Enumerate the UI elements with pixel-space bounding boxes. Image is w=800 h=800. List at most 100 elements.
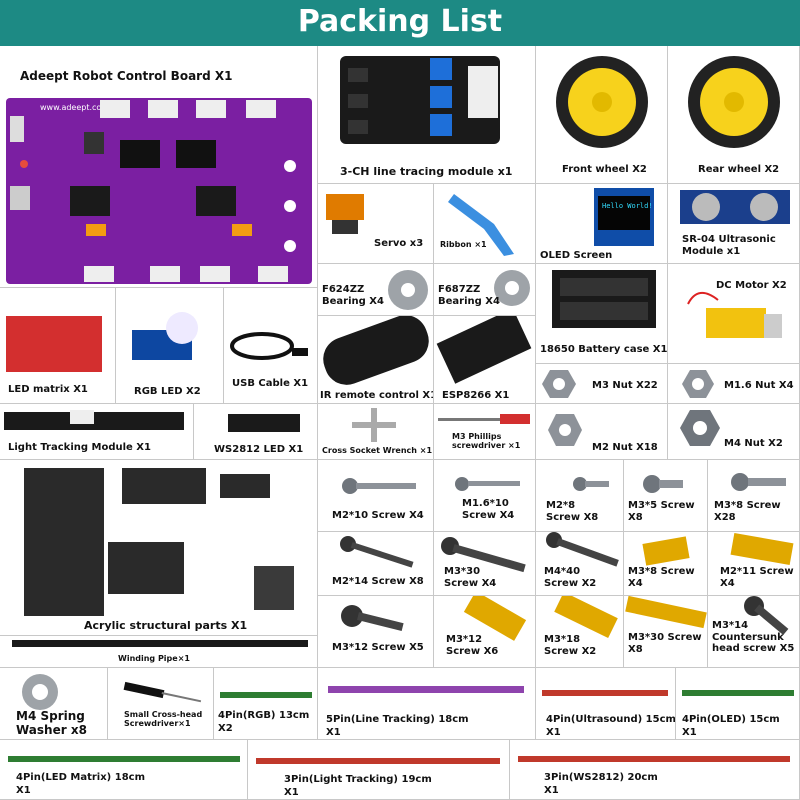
led-matrix-image [6,316,102,372]
m4-nut-cell: M4 Nut X2 [668,404,800,460]
m2x14-image [340,536,414,568]
m3x5-image [643,475,683,493]
m3x8-standoff-image [642,536,690,566]
m16-nut-label: M1.6 Nut X4 [724,380,794,391]
light-tracking-image [4,410,184,430]
ir-remote-label: IR remote control X1 [320,390,434,401]
m2x8-label: M2*8 Screw X8 [546,500,599,523]
dc-motor-label: DC Motor X2 [716,280,787,291]
m4-nut-image [680,410,720,446]
rgb-led-label: RGB LED X2 [134,386,201,397]
cable-line-cell: 5Pin(Line Tracking) 18cm X1 [318,668,536,740]
servo-image [326,194,364,234]
m3x8-cell: M3*8 Screw X28 [708,460,800,532]
ultrasonic-cell: SR-04 Ultrasonic Module x1 [668,184,800,264]
cable-ultra-qty: X1 [546,727,561,738]
rear-wheel-image [688,56,780,148]
control-board-cell: Adeept Robot Control Board X1 www.adeept… [0,46,318,288]
m3x5-cell: M3*5 Screw X8 [624,460,708,532]
phillips-label: M3 Phillips screwdriver ×1 [452,432,521,451]
usb-cable-cell: USB Cable X1 [224,288,318,404]
winding-pipe-label: Winding Pipe×1 [118,654,190,663]
winding-pipe-cell: Winding Pipe×1 [0,636,318,668]
cross-wrench-image [352,408,396,442]
m3x8-image [731,473,786,491]
washer-image [22,674,58,710]
m2-nut-cell: M2 Nut X18 [536,404,668,460]
m3x30-standoff-label: M3*30 Screw X8 [628,632,702,655]
dc-motor-cell: DC Motor X2 [668,264,800,364]
control-board-image: www.adeept.com [6,98,312,284]
line-tracking-image [340,56,500,144]
m2-nut-image [548,414,582,446]
m16x10-label: M1.6*10 Screw X4 [462,498,515,521]
rear-wheel-cell: Rear wheel X2 [668,46,800,184]
m2-nut-label: M2 Nut X18 [592,442,658,453]
page-title: Packing List [0,0,800,46]
cable-light-qty: X1 [284,787,299,798]
bearing-f624-image [388,270,428,310]
cable-ws-qty: X1 [544,785,559,796]
cable-rgb-label: 4Pin(RGB) 13cm [218,710,310,721]
m2x8-image [573,477,609,491]
ultrasonic-image [680,190,790,224]
m4-nut-label: M4 Nut X2 [724,438,783,449]
m16-nut-image [682,370,714,398]
usb-cable-image [230,332,308,360]
light-tracking-cell: Light Tracking Module X1 [0,404,194,460]
line-tracking-cell: 3-CH line tracing module x1 [318,46,536,184]
cable-matrix-label: 4Pin(LED Matrix) 18cm [16,772,145,783]
cable-oled-label: 4Pin(OLED) 15cm [682,714,780,725]
cable-light-cell: 3Pin(Light Tracking) 19cm X1 [248,740,510,800]
m3x12-standoff-cell: M3*12 Screw X6 [434,596,536,668]
cable-light-label: 3Pin(Light Tracking) 19cm [284,774,432,785]
led-matrix-cell: LED matrix X1 [0,288,116,404]
bearing-f687-image [494,270,530,306]
washer-label: M4 Spring Washer x8 [16,709,87,737]
m3-nut-cell: M3 Nut X22 [536,364,668,404]
cable-matrix-image [8,756,240,762]
board-text: www.adeept.com [40,103,109,112]
m4x40-label: M4*40 Screw X2 [544,566,597,589]
ws2812-image [228,414,300,432]
cable-oled-image [682,690,794,696]
m2x11-cell: M2*11 Screw X4 [708,532,800,596]
front-wheel-image [556,56,648,148]
cable-ws-cell: 3Pin(WS2812) 20cm X1 [510,740,800,800]
led-matrix-label: LED matrix X1 [8,384,88,395]
esp8266-label: ESP8266 X1 [442,390,510,401]
m3-nut-image [542,370,576,398]
light-tracking-label: Light Tracking Module X1 [8,442,151,453]
bearing-f624-label: F624ZZ Bearing X4 [322,284,384,307]
rgb-led-image [132,312,198,360]
cable-rgb-image [220,692,312,698]
m4x40-image [546,532,619,567]
servo-label: Servo x3 [374,238,424,249]
m3x12-cell: M3*12 Screw X5 [318,596,434,668]
m3x5-label: M3*5 Screw X8 [628,500,695,523]
m3x12-image [341,605,404,632]
m3x8-label: M3*8 Screw X28 [714,500,781,523]
ir-remote-image [323,316,429,385]
battery-case-label: 18650 Battery case X1 [540,344,668,355]
m16x10-cell: M1.6*10 Screw X4 [434,460,536,532]
oled-label: OLED Screen [540,250,613,261]
oled-cell: Hello World! OLED Screen [536,184,668,264]
battery-case-cell: 18650 Battery case X1 [536,264,668,364]
control-board-label: Adeept Robot Control Board X1 [20,69,233,83]
cable-ultra-image [542,690,668,696]
m2x10-cell: M2*10 Screw X4 [318,460,434,532]
m2x14-label: M2*14 Screw X8 [332,576,424,587]
cable-oled-cell: 4Pin(OLED) 15cm X1 [676,668,800,740]
m3x12-label: M3*12 Screw X5 [332,642,424,653]
small-screwdriver-cell: Small Cross-head Screwdriver×1 [108,668,214,740]
winding-pipe-image [12,640,308,647]
cable-ws-label: 3Pin(WS2812) 20cm [544,772,658,783]
m3x30-standoff-cell: M3*30 Screw X8 [624,596,708,668]
ribbon-cell: Ribbon ×1 [434,184,536,264]
battery-case-image [552,270,656,328]
m3-nut-label: M3 Nut X22 [592,380,658,391]
rgb-led-cell: RGB LED X2 [116,288,224,404]
acrylic-image [24,468,294,616]
m4x40-cell: M4*40 Screw X2 [536,532,624,596]
